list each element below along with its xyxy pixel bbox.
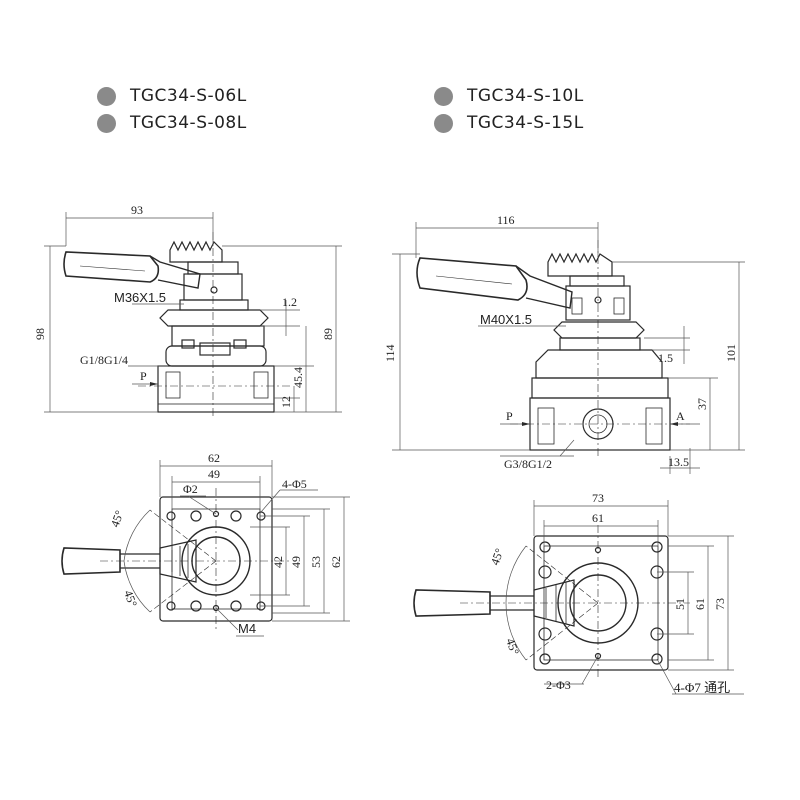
- dim-53: 53: [309, 556, 323, 568]
- bullet-icon: [97, 113, 116, 133]
- dim-49-height: 49: [289, 556, 303, 568]
- dim-51: 51: [673, 598, 687, 610]
- dim-12: 12: [279, 396, 293, 408]
- bullet-icon: [434, 86, 453, 106]
- angle-bottom: 45°: [503, 636, 522, 657]
- thread-callout: M36X1.5: [114, 290, 166, 305]
- large-side-view: 116 114 101 M40X1.5 1.5 37 13.5 G3/8G1/2…: [383, 213, 745, 474]
- model-tgc34-s-06l: TGC34-S-06L: [97, 86, 247, 106]
- thread-callout: M40X1.5: [480, 312, 532, 327]
- m4-callout: M4: [238, 621, 256, 636]
- small-side-view: 93 98 89 M36X1.5 1.2 45.4 12 G1/8G1/4 P: [33, 203, 342, 416]
- model-tgc34-s-15l: TGC34-S-15L: [434, 113, 584, 133]
- dim-13-5: 13.5: [668, 455, 689, 469]
- dim-49-width: 49: [208, 467, 220, 481]
- dim-116: 116: [497, 213, 515, 227]
- angle-top: 45°: [488, 546, 507, 567]
- model-tgc34-s-10l: TGC34-S-10L: [434, 86, 584, 106]
- model-label: TGC34-S-08L: [130, 113, 247, 133]
- dim-61-width: 61: [592, 511, 604, 525]
- dim-1-2: 1.2: [282, 295, 297, 309]
- port-p: P: [140, 369, 147, 383]
- dim-89: 89: [321, 328, 335, 340]
- holes-callout: 4-Φ7 通孔: [674, 680, 730, 695]
- dim-37: 37: [695, 398, 709, 410]
- dim-42: 42: [271, 556, 285, 568]
- model-tgc34-s-08l: TGC34-S-08L: [97, 113, 247, 133]
- dim-73-height: 73: [713, 598, 727, 610]
- phi2-callout: Φ2: [183, 482, 198, 496]
- dim-61-height: 61: [693, 598, 707, 610]
- angle-top: 45°: [108, 508, 127, 529]
- bullet-icon: [97, 86, 116, 106]
- dim-98: 98: [33, 328, 47, 340]
- large-top-view: 73 61 51 61 73 45° 45° 2-Φ3 4-Φ7 通孔: [413, 491, 744, 695]
- small-top-view: 62 49 Φ2 4-Φ5 42 49 53 62 45° 45° M4: [61, 451, 350, 637]
- dim-101: 101: [724, 344, 738, 362]
- port-a: A: [676, 409, 685, 423]
- dim-93: 93: [131, 203, 143, 217]
- port-thread: G1/8G1/4: [80, 353, 128, 367]
- dim-1-5: 1.5: [658, 351, 673, 365]
- pin-holes-callout: 2-Φ3: [546, 678, 571, 692]
- model-label: TGC34-S-06L: [130, 86, 247, 106]
- port-p: P: [506, 409, 513, 423]
- bullet-icon: [434, 113, 453, 133]
- holes-callout: 4-Φ5: [282, 477, 307, 491]
- dim-62-height: 62: [329, 556, 343, 568]
- dim-62-width: 62: [208, 451, 220, 465]
- angle-bottom: 45°: [121, 588, 140, 609]
- port-thread: G3/8G1/2: [504, 457, 552, 471]
- model-label: TGC34-S-10L: [467, 86, 584, 106]
- dim-114: 114: [383, 344, 397, 362]
- model-label: TGC34-S-15L: [467, 113, 584, 133]
- dim-45-4: 45.4: [291, 367, 305, 388]
- dim-73-width: 73: [592, 491, 604, 505]
